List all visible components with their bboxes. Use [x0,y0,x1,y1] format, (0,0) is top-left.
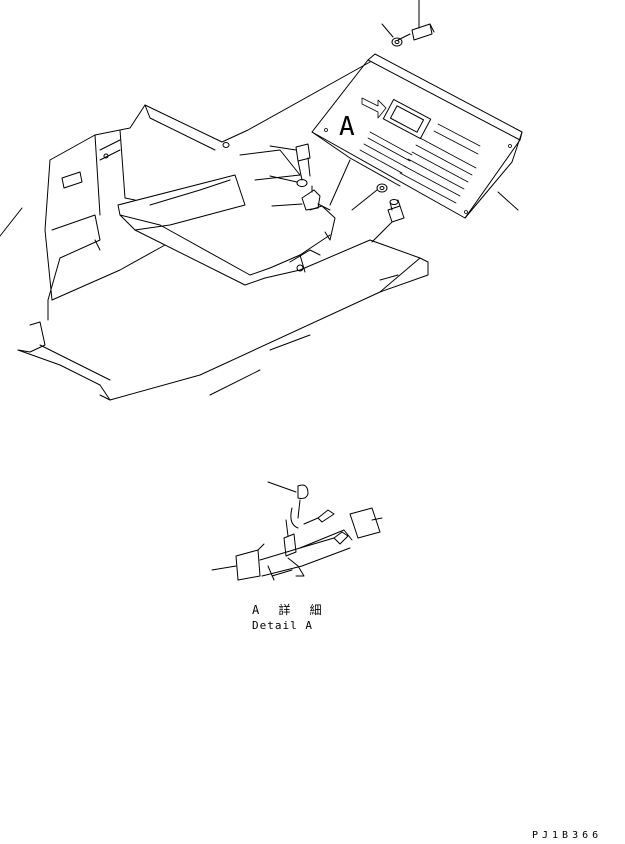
detail-a-view [211,481,383,581]
detail-caption-japanese: A 詳 細 [252,603,328,617]
louver-slots [359,123,481,204]
callout-letter-a: A [339,112,355,142]
bracket-lower [309,159,351,241]
louver-cover-panel [311,53,523,219]
washer-top [381,23,403,47]
leader-panel [497,191,519,211]
washer-middle [269,175,308,187]
bolt-right [371,199,405,243]
bracket-clip [271,185,331,211]
bolt-middle [269,143,311,181]
machine-frame [0,61,429,401]
detail-caption-english: Detail A [252,619,313,632]
washer-right [351,183,388,211]
drawing-code: PJ1B366 [532,830,603,841]
bolt-top [397,0,435,41]
